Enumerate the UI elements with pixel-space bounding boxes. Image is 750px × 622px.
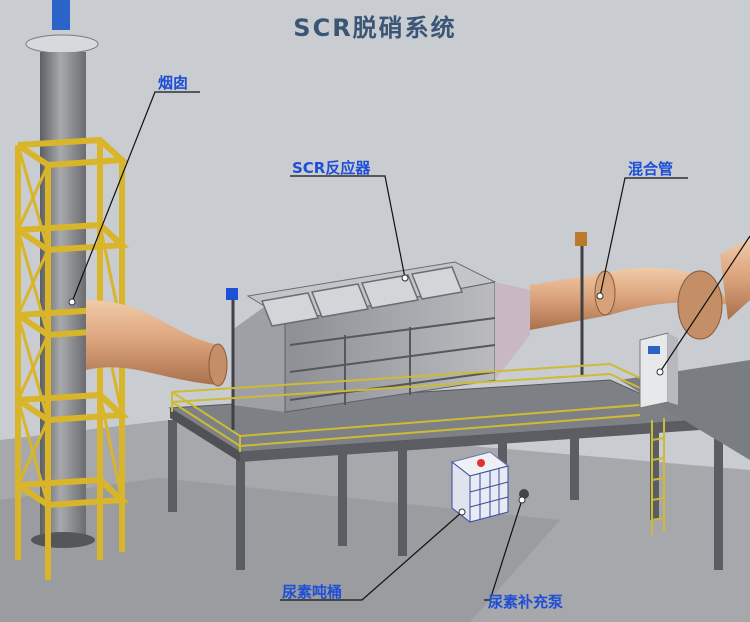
scr-reactor [232,261,530,413]
control-cabinet [639,332,678,409]
flue-pipe-to-chimney [86,300,218,385]
label-mixing-pipe: 混合管 [628,160,674,178]
platform-railing [171,362,641,452]
analyzer-box-left [226,288,238,300]
diagram-title: SCR脱硝系统 [293,14,457,42]
label-scr-reactor: SCR反应器 [292,159,371,177]
platform-deck-edge-front [240,420,700,462]
leader-lines [71,91,750,601]
ground-shadow [0,478,560,622]
label-urea-tank: 尿素吨桶 [282,583,343,601]
platform-deck-edge [170,408,240,462]
chimney-steel-frame [15,136,130,580]
urea-tote [450,451,510,524]
mixing-pipe [530,267,730,330]
ladder [651,418,665,535]
label-chimney: 烟囱 [158,74,189,92]
blue-duct [52,0,70,30]
inlet-pipe [720,238,750,320]
instrument-posts [231,232,584,430]
urea-pump [519,489,529,499]
label-urea-pump: 尿素补充泵 [488,593,564,611]
analyzer-box-right [575,232,587,246]
leader-dots [68,274,664,516]
